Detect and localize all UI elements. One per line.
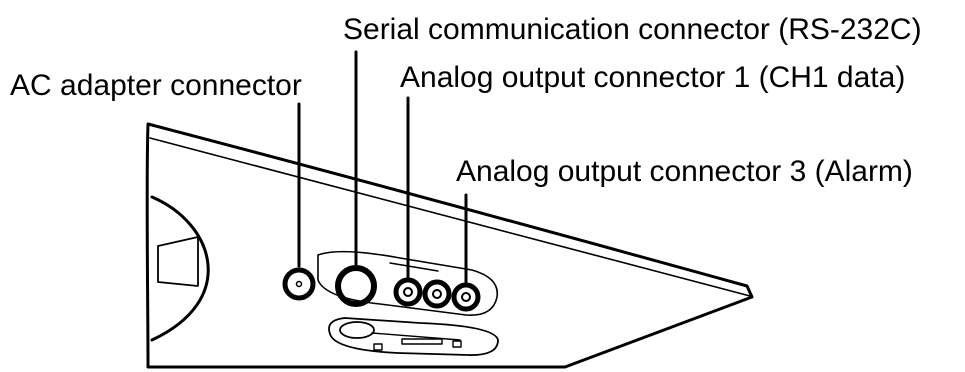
- ac-adapter-connector-label: AC adapter connector: [10, 69, 302, 102]
- analog-output-1-label: Analog output connector 1 (CH1 data): [400, 61, 906, 94]
- panel-groove: [389, 262, 439, 272]
- analog-output-3-label: Analog output connector 3 (Alarm): [456, 155, 913, 188]
- serial-connector-label: Serial communication connector (RS-232C): [343, 13, 922, 46]
- cover-ring: [339, 321, 375, 339]
- cover-notch-1: [373, 343, 383, 351]
- analog-connector-1-outer: [393, 277, 423, 307]
- analog-connector-3-inner: [461, 292, 471, 302]
- analog-connector-1-inner: [403, 287, 413, 297]
- analog-connector-2-outer: [422, 279, 452, 309]
- ac-adapter-connector-outer: [282, 267, 316, 301]
- connector-cover: [328, 317, 499, 356]
- serial-connector-outer: [335, 265, 377, 307]
- analog-connector-2-inner: [432, 289, 442, 299]
- cover-strap: [371, 332, 461, 341]
- cover-notch-3: [452, 340, 462, 348]
- cover-notch-2: [401, 338, 443, 345]
- analog-connector-3-outer: [451, 282, 481, 312]
- ac-adapter-connector-pin: [295, 280, 303, 288]
- body-edge-line: [149, 137, 751, 297]
- device-body-outline: [145, 122, 754, 369]
- body-tab: [157, 236, 199, 287]
- body-cutout: [150, 195, 210, 342]
